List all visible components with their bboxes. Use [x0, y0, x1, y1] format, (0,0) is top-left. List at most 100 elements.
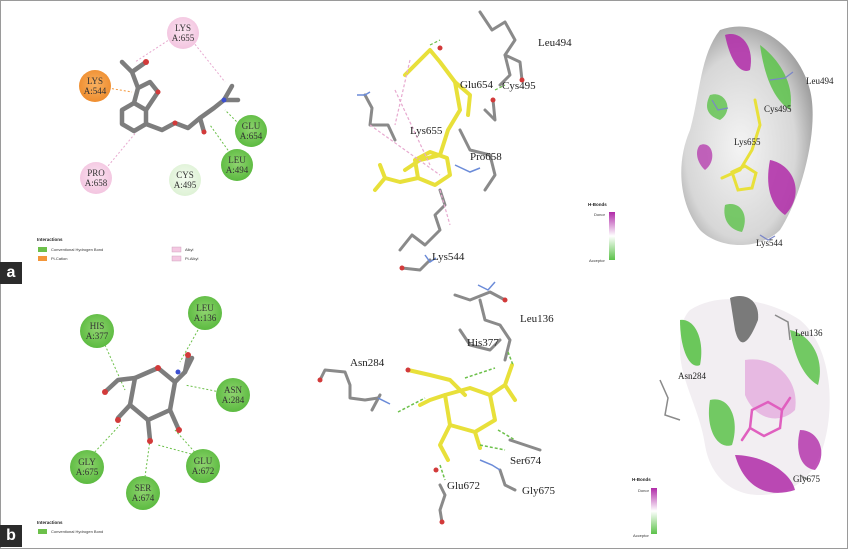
panel-a-residues: LYS A:655 LYS A:544 GLU A:654 LEU A:494 …: [79, 17, 267, 196]
residue-ser674: SER A:674: [126, 476, 160, 510]
svg-text:A:495: A:495: [174, 180, 197, 190]
svg-text:GLY: GLY: [78, 457, 96, 467]
label-cys495: Cys495: [502, 80, 536, 92]
panel-b-surface-view: H-Bonds Donor Acceptor Leu136 Asn284 Gly…: [632, 296, 830, 538]
panel-b-residues: HIS A:377 LEU A:136 ASN A:284 GLY A:675 …: [70, 296, 250, 510]
residue-leu136: LEU A:136: [188, 296, 222, 330]
panel-a-ligand-atoms: [143, 59, 227, 135]
panel-a-protein-sticks: [363, 10, 524, 272]
svg-text:Conventional Hydrogen Bond: Conventional Hydrogen Bond: [51, 247, 103, 252]
svg-text:GLU: GLU: [242, 121, 261, 131]
svg-text:Conventional Hydrogen Bond: Conventional Hydrogen Bond: [51, 529, 103, 534]
svg-text:LYS: LYS: [87, 76, 103, 86]
label-asn284: Asn284: [350, 357, 385, 369]
svg-text:Acceptor: Acceptor: [589, 258, 605, 263]
svg-text:A:544: A:544: [84, 86, 107, 96]
svg-text:A:377: A:377: [86, 331, 109, 341]
label-gly675: Gly675: [522, 485, 556, 497]
residue-his377: HIS A:377: [80, 314, 114, 348]
svg-text:A:672: A:672: [192, 466, 215, 476]
svg-text:Interactions: Interactions: [37, 520, 63, 525]
svg-text:LEU: LEU: [196, 303, 214, 313]
svg-text:Asn284: Asn284: [678, 371, 707, 381]
svg-text:Lys655: Lys655: [734, 137, 761, 147]
panel-label-a: a: [0, 262, 22, 284]
panel-b-2d-diagram: HIS A:377 LEU A:136 ASN A:284 GLY A:675 …: [37, 296, 250, 534]
panel-b-3d-atoms: [317, 297, 508, 525]
hbond-scale-a: H-Bonds Donor Acceptor: [588, 202, 615, 263]
svg-text:PRO: PRO: [87, 168, 105, 178]
panel-a-2d-diagram: LYS A:655 LYS A:544 GLU A:654 LEU A:494 …: [37, 17, 267, 262]
svg-text:A:655: A:655: [172, 33, 195, 43]
panel-b-ligand-atoms: [102, 352, 191, 444]
panel-b-ligand-3d: [406, 363, 517, 462]
label-glu672: Glu672: [447, 480, 480, 492]
svg-text:Gly675: Gly675: [793, 474, 821, 484]
panel-b-nitrogen-sticks: [377, 281, 501, 471]
label-pro658: Pro658: [470, 151, 502, 163]
panel-b-interaction-lines: [91, 329, 221, 478]
panel-a-3d-view: Leu494 Glu654 Cys495 Lys655 Pro658 Lys54…: [357, 10, 572, 272]
label-leu494: Leu494: [538, 37, 572, 49]
hbond-scale-b: H-Bonds Donor Acceptor: [632, 477, 657, 538]
svg-text:Pi-Cation: Pi-Cation: [51, 256, 67, 261]
panel-b-3d-view: Leu136 His377 Asn284 Ser674 Glu672 Gly67…: [317, 281, 556, 525]
svg-text:A:284: A:284: [222, 395, 245, 405]
svg-text:H-Bonds: H-Bonds: [632, 477, 651, 482]
residue-lys655: LYS A:655: [167, 17, 199, 49]
svg-text:A:654: A:654: [240, 131, 263, 141]
label-leu136: Leu136: [520, 313, 554, 325]
panel-a-legend: Interactions Conventional Hydrogen Bond …: [37, 237, 198, 262]
residue-leu494: LEU A:494: [221, 149, 253, 181]
svg-text:Leu494: Leu494: [806, 76, 834, 86]
label-his377: His377: [467, 337, 499, 349]
panel-a-nitrogen-sticks: [357, 91, 481, 264]
panel-a-ligand-3d: [373, 48, 472, 192]
svg-text:A:675: A:675: [76, 467, 99, 477]
svg-text:ASN: ASN: [224, 385, 243, 395]
panel-b-protein-sticks: [318, 290, 542, 524]
label-lys544: Lys544: [432, 251, 465, 263]
panel-a-3d-atoms: [399, 45, 525, 271]
surface-a-ligand: [720, 98, 762, 192]
svg-text:CYS: CYS: [176, 170, 194, 180]
svg-text:Alkyl: Alkyl: [185, 247, 194, 252]
svg-text:Pi-Alkyl: Pi-Alkyl: [185, 256, 198, 261]
svg-text:A:674: A:674: [132, 493, 155, 503]
svg-text:Interactions: Interactions: [37, 237, 63, 242]
panel-a-surface-view: H-Bonds Donor Acceptor Leu494 Cys495 Lys…: [588, 26, 834, 263]
surface-a-residues: [711, 71, 794, 241]
svg-text:H-Bonds: H-Bonds: [588, 202, 607, 207]
svg-text:Donor: Donor: [594, 212, 606, 217]
label-lys655: Lys655: [410, 125, 443, 137]
label-ser674: Ser674: [510, 455, 542, 467]
panel-a-ligand: [119, 59, 241, 135]
svg-text:A:136: A:136: [194, 313, 217, 323]
panel-label-b: b: [0, 525, 22, 547]
svg-text:LEU: LEU: [228, 155, 246, 165]
residue-asn284: ASN A:284: [216, 378, 250, 412]
svg-text:A:658: A:658: [85, 178, 108, 188]
svg-text:Acceptor: Acceptor: [633, 533, 649, 538]
svg-text:Leu136: Leu136: [795, 328, 823, 338]
panel-b-3d-interactions: [397, 351, 516, 481]
svg-text:GLU: GLU: [194, 456, 213, 466]
panel-a-3d-interactions: [369, 39, 506, 226]
residue-gly675: GLY A:675: [70, 450, 104, 484]
surface-b-residues: [659, 314, 809, 481]
svg-text:A:494: A:494: [226, 165, 249, 175]
residue-lys544: LYS A:544: [79, 70, 111, 102]
svg-text:LYS: LYS: [175, 23, 191, 33]
svg-text:Lys544: Lys544: [756, 238, 783, 248]
svg-text:Donor: Donor: [638, 488, 650, 493]
residue-glu654: GLU A:654: [235, 115, 267, 147]
residue-glu672: GLU A:672: [186, 449, 220, 483]
residue-pro658: PRO A:658: [80, 162, 112, 194]
surface-b-ligand: [740, 396, 792, 442]
panel-b-legend: Interactions Conventional Hydrogen Bond: [37, 520, 103, 534]
label-glu654: Glu654: [460, 79, 494, 91]
residue-cys495: CYS A:495: [169, 164, 201, 196]
svg-text:SER: SER: [135, 483, 152, 493]
svg-text:Cys495: Cys495: [764, 104, 792, 114]
